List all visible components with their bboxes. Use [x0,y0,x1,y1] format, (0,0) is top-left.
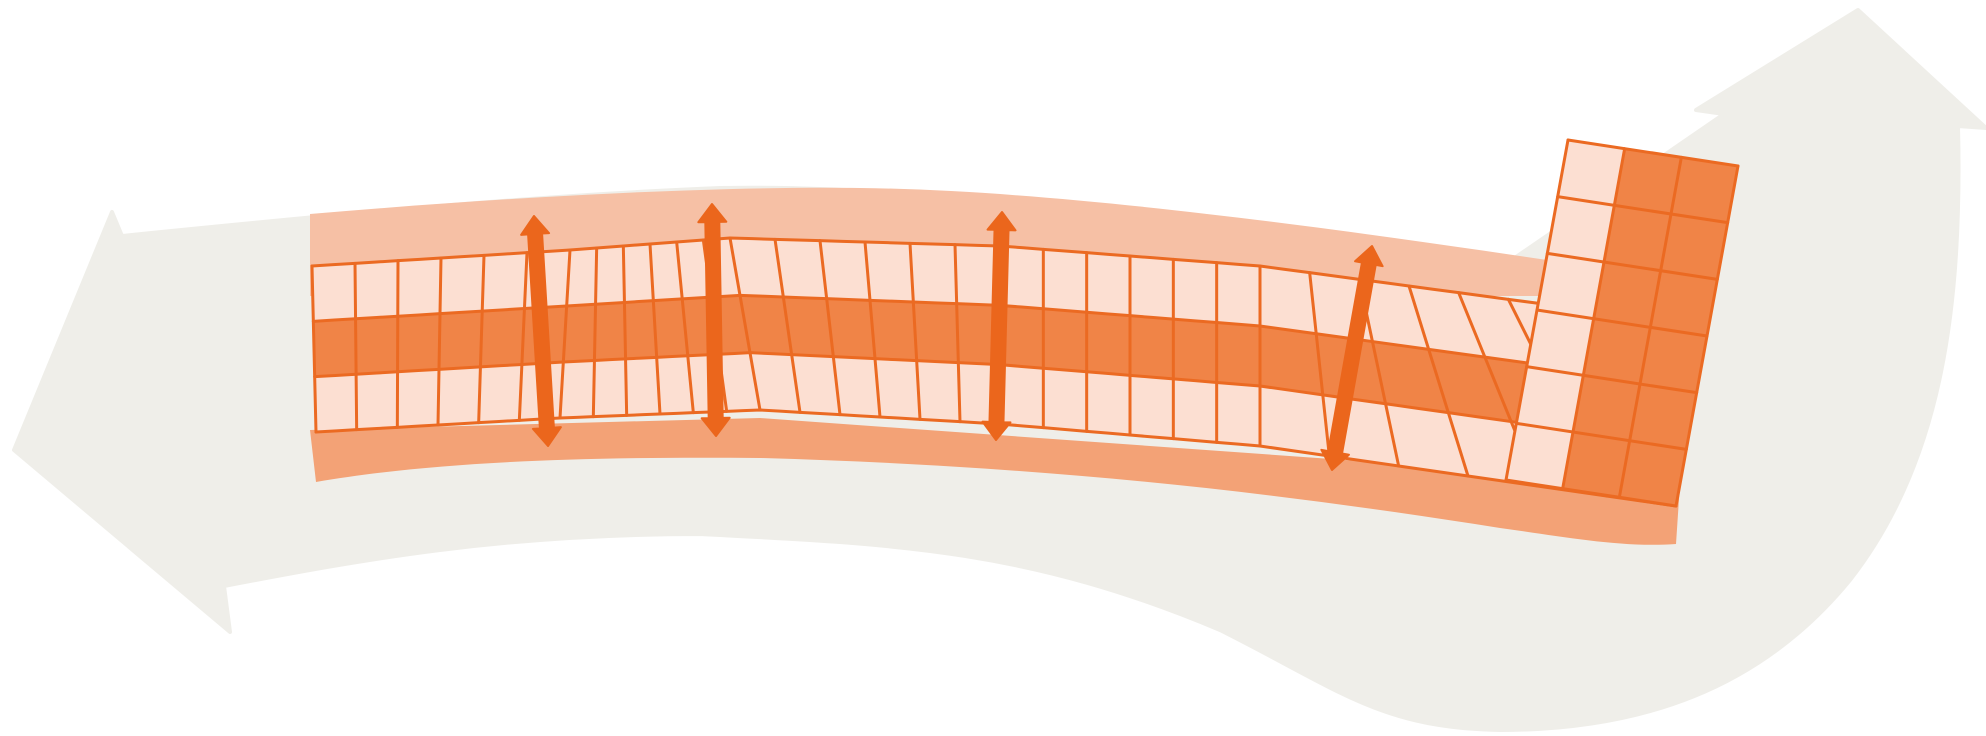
grid-cell [482,253,527,311]
grid-cell [315,374,357,432]
grid-cell [355,261,398,319]
grid-cell [1217,323,1260,386]
grid-cell [1260,266,1316,334]
grid-cell [1000,365,1043,428]
grid-cell [623,244,653,302]
grid-cell [1130,316,1173,379]
grid-cell [438,367,480,425]
grid-cell [594,302,625,360]
grid-column-line [397,261,398,428]
grid-cell [356,372,397,430]
grid-cell [596,246,625,304]
grid-cell [1043,309,1086,372]
grid-cell [1173,319,1216,382]
grid-cell [560,360,594,418]
grid-cell [875,359,920,420]
grid-cell [865,242,913,302]
grid-cell [1087,312,1130,375]
grid-cell [398,314,440,372]
grid-cell [626,357,660,415]
grid-cell [820,241,870,301]
grid-cell [356,316,398,374]
grid-cell [917,361,960,422]
grid-cell [593,359,626,417]
grid-cell [567,248,597,306]
grid-cell [312,263,356,321]
grid-cell [1260,326,1323,395]
grid-cell [1087,372,1130,435]
grid-cell [398,258,441,316]
grid-cell [870,300,917,360]
grid-cell [1173,379,1216,442]
grid-cell [1130,375,1173,438]
grid-cell [1130,256,1173,319]
grid-cell [479,364,522,422]
grid-cell [1043,368,1086,431]
grid-cell [397,369,439,427]
grid-cell [440,255,484,313]
grid-cell [439,311,482,369]
grid-cell [480,309,524,367]
grid-cell [563,304,595,362]
grid-cell [1043,249,1086,312]
grid-cell [624,301,656,359]
grid-cell [1217,382,1260,446]
grid-cell [910,243,957,303]
grid-cell [913,302,958,363]
grid-cell [1087,253,1130,316]
grid-cell [313,319,356,377]
grid-cell [1217,263,1260,326]
grid-column-line [355,263,357,429]
grid-cell [1260,386,1329,456]
grid-cell [1173,259,1216,322]
